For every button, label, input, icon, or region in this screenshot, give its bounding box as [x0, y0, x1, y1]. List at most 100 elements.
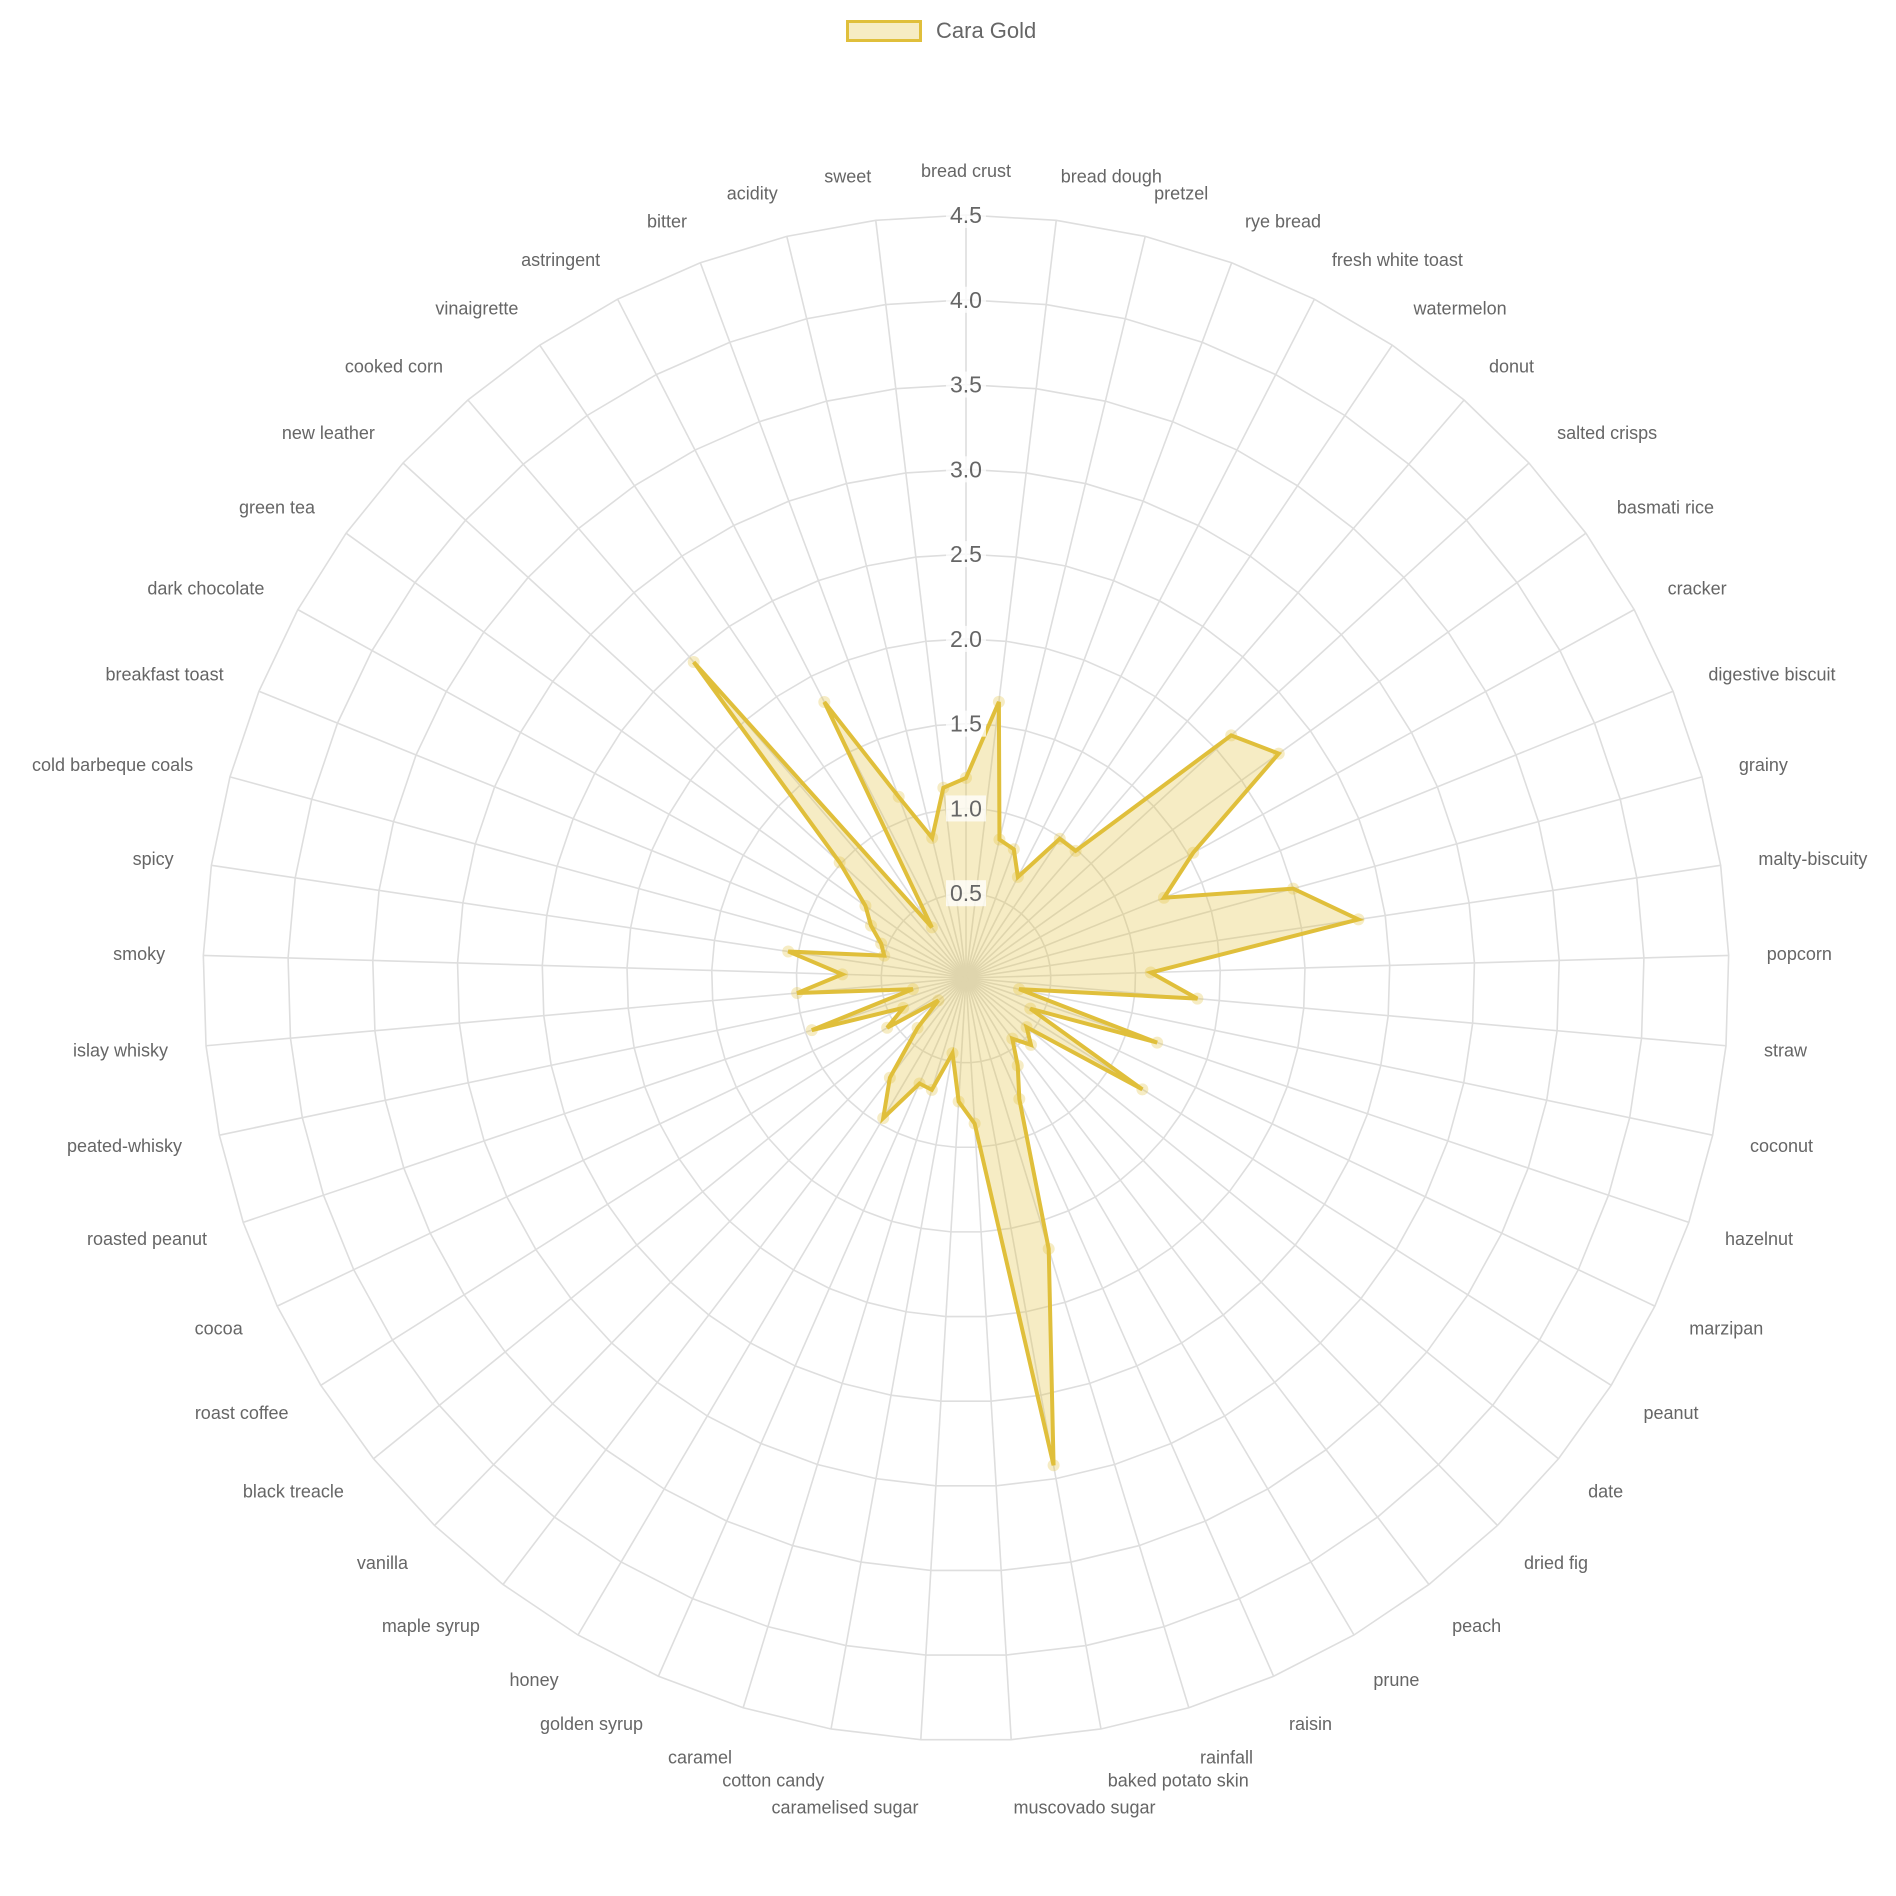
- grid-spoke: [965, 977, 1190, 1708]
- axis-label: rainfall: [1200, 1748, 1253, 1768]
- grid-spoke: [577, 977, 967, 1636]
- data-point: [911, 1021, 924, 1034]
- axis-label: peated-whisky: [67, 1136, 182, 1156]
- tick-backdrop: [946, 456, 986, 483]
- data-point: [1013, 1093, 1026, 1106]
- data-point: [1042, 1242, 1055, 1255]
- axis-label: grainy: [1739, 755, 1788, 775]
- grid-spoke: [699, 262, 967, 979]
- axis-label: popcorn: [1767, 944, 1832, 964]
- tick-backdrop: [946, 371, 986, 398]
- grid-ring: [456, 468, 1476, 1487]
- tick-backdrop: [946, 710, 986, 737]
- axis-label: roasted peanut: [87, 1229, 207, 1249]
- axis-label: marzipan: [1689, 1319, 1763, 1339]
- axis-label: cocoa: [195, 1319, 244, 1339]
- axis-label: vinaigrette: [435, 299, 518, 319]
- grid-ring: [880, 892, 1052, 1064]
- data-point: [805, 1024, 818, 1037]
- grid-spoke: [965, 977, 1102, 1730]
- legend-swatch-cara-gold[interactable]: [846, 20, 922, 42]
- axis-label: acidity: [727, 183, 778, 203]
- data-point: [1151, 1036, 1164, 1049]
- axis-label: salted crisps: [1557, 423, 1657, 443]
- data-point: [1007, 843, 1020, 856]
- grid-spoke: [874, 220, 967, 979]
- legend-label-cara-gold[interactable]: Cara Gold: [936, 18, 1037, 43]
- axis-label: peach: [1452, 1616, 1501, 1636]
- grid-spoke: [616, 298, 967, 979]
- data-point: [913, 1077, 926, 1090]
- data-point: [1069, 844, 1082, 857]
- axis-label: malty-biscuity: [1758, 849, 1867, 869]
- axis-label: green tea: [239, 497, 316, 517]
- data-point: [1053, 832, 1066, 845]
- data-point: [818, 695, 831, 708]
- tick-backdrop: [946, 286, 986, 313]
- grid-spoke: [965, 977, 1727, 1047]
- data-point: [993, 833, 1006, 846]
- grid-spoke: [965, 262, 1233, 979]
- axis-label: digestive biscuit: [1708, 665, 1835, 685]
- data-point: [1047, 1459, 1060, 1472]
- axis-label: hazelnut: [1725, 1229, 1793, 1249]
- tick-backdrop: [946, 795, 986, 822]
- axis-label: rye bread: [1245, 211, 1321, 231]
- tick-label: 3.0: [950, 456, 982, 482]
- data-point: [881, 1021, 894, 1034]
- data-point: [859, 899, 872, 912]
- grid-ring: [372, 383, 1560, 1572]
- data-point: [1352, 913, 1365, 926]
- data-point: [883, 1071, 896, 1084]
- data-point: [926, 831, 939, 844]
- grid-spoke: [786, 236, 967, 979]
- data-point: [968, 1117, 981, 1130]
- axis-label: dark chocolate: [147, 578, 264, 598]
- grid-spoke: [965, 462, 1530, 979]
- grid-spoke: [965, 977, 1690, 1224]
- data-point: [925, 1083, 938, 1096]
- grid-spoke: [320, 977, 967, 1386]
- data-point: [878, 949, 891, 962]
- axis-label: honey: [510, 1670, 559, 1690]
- data-point: [1225, 729, 1238, 742]
- data-point: [960, 771, 972, 784]
- axis-label: black treacle: [243, 1482, 344, 1502]
- grid-ring: [202, 214, 1730, 1741]
- series-area-cara-gold: [692, 660, 1365, 1466]
- data-point: [932, 994, 945, 1007]
- data-point: [925, 921, 938, 934]
- data-point: [1011, 870, 1024, 883]
- data-point: [992, 695, 1005, 708]
- data-point: [952, 1095, 965, 1108]
- grid-spoke: [402, 462, 967, 979]
- axis-label: muscovado sugar: [1013, 1798, 1155, 1818]
- data-point: [782, 945, 795, 958]
- grid-spoke: [229, 776, 967, 979]
- tick-backdrop: [946, 202, 986, 228]
- axis-label: basmati rice: [1617, 497, 1714, 517]
- data-point: [906, 983, 919, 996]
- data-point: [1024, 1038, 1037, 1051]
- data-point: [1011, 1059, 1024, 1072]
- grid-spoke: [830, 977, 967, 1730]
- tick-label: 4.0: [950, 287, 982, 313]
- data-point: [1020, 1021, 1033, 1034]
- axis-label: peanut: [1643, 1403, 1698, 1423]
- axis-label: cooked corn: [345, 357, 443, 377]
- axis-label: dried fig: [1524, 1553, 1588, 1573]
- data-point: [1136, 1083, 1149, 1096]
- grid-spoke: [965, 776, 1703, 979]
- data-point: [1191, 992, 1204, 1005]
- tick-backdrop: [946, 625, 986, 652]
- data-point: [937, 781, 950, 794]
- grid-spoke: [965, 399, 1465, 979]
- data-point: [1287, 882, 1300, 895]
- grid-spoke: [373, 977, 967, 1460]
- axis-label: cold barbeque coals: [32, 755, 193, 775]
- axis-label: golden syrup: [540, 1714, 643, 1734]
- grid-ring: [287, 298, 1645, 1656]
- axis-label: coconut: [1750, 1136, 1813, 1156]
- grid-spoke: [965, 298, 1316, 979]
